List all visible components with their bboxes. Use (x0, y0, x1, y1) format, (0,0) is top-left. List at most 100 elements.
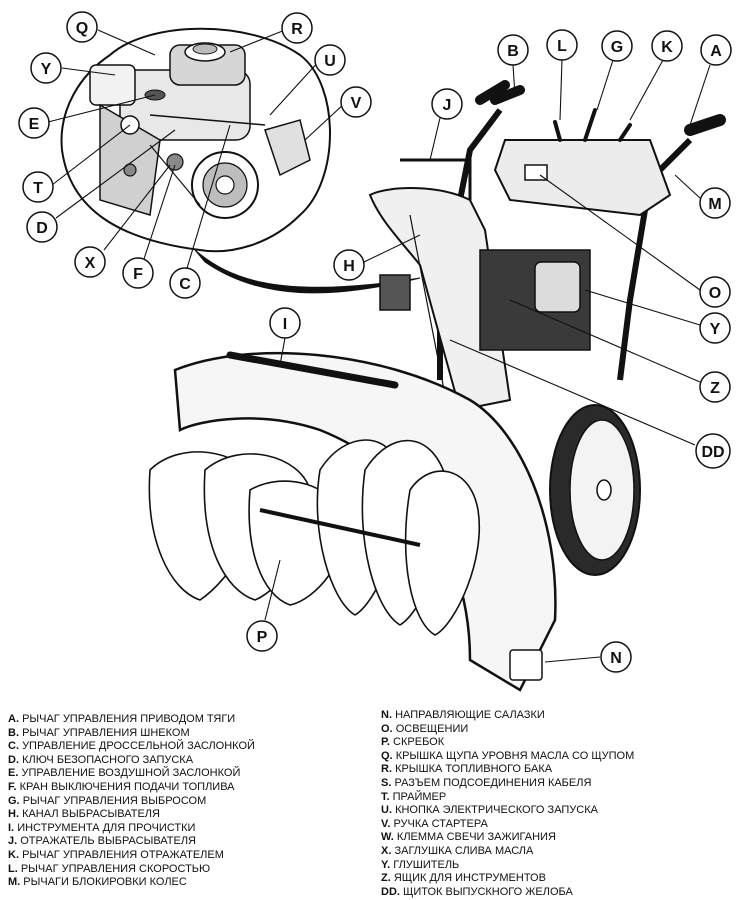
legend-text: УПРАВЛЕНИЕ ДРОССЕЛЬНОЙ ЗАСЛОНКОЙ (22, 740, 255, 753)
legend-key: Z. (381, 872, 391, 885)
legend-key: V. (381, 817, 391, 830)
svg-text:Y: Y (710, 321, 721, 338)
legend-text: РЫЧАГ УПРАВЛЕНИЯ ОТРАЖАТЕЛЕМ (22, 848, 224, 861)
legend-key: X. (381, 844, 392, 857)
callout-c: C (169, 267, 201, 299)
snowblower-diagram: Q R U V Y E T D X F C B L G K A M J H O … (18, 11, 732, 692)
legend-text: РЫЧАГ УПРАВЛЕНИЯ ПРИВОДОМ ТЯГИ (22, 713, 236, 725)
legend-text: РЫЧАГ УПРАВЛЕНИЯ ШНЕКОМ (22, 726, 190, 739)
legend-key: H. (8, 808, 19, 821)
legend-item: X. ЗАГЛУШКА СЛИВА МАСЛА (381, 845, 634, 859)
callout-n: N (600, 641, 632, 673)
callout-g: G (601, 30, 633, 62)
legend-text: РАЗЪЕМ ПОДСОЕДИНЕНИЯ КАБЕЛЯ (394, 776, 592, 789)
legend-key: J. (8, 835, 18, 848)
legend-item: N. НАПРАВЛЯЮЩИЕ САЛАЗКИ (381, 709, 634, 723)
svg-text:B: B (507, 43, 519, 60)
legend-item: F. КРАН ВЫКЛЮЧЕНИЯ ПОДАЧИ ТОПЛИВА (8, 781, 255, 795)
legend-text: ОСВЕЩЕНИИ (395, 722, 469, 735)
callout-q: Q (66, 11, 98, 43)
svg-text:I: I (283, 316, 287, 333)
legend-key: DD. (381, 885, 400, 898)
auger-housing (173, 351, 557, 692)
svg-text:F: F (133, 266, 143, 283)
svg-text:T: T (33, 180, 43, 197)
callout-p: P (246, 620, 278, 652)
legend-item: I. ИНСТРУМЕНТА ДЛЯ ПРОЧИСТКИ (8, 822, 255, 836)
svg-text:H: H (343, 258, 355, 275)
legend-item: H. КАНАЛ ВЫБРАСЫВАТЕЛЯ (8, 808, 255, 822)
svg-text:D: D (36, 220, 48, 237)
svg-text:M: M (708, 196, 721, 213)
callout-i: I (269, 307, 301, 339)
callout-d: D (26, 211, 58, 243)
callout-y-right: Y (699, 312, 731, 344)
svg-text:A: A (710, 43, 722, 60)
svg-text:O: O (709, 285, 721, 302)
engine-inset (60, 27, 421, 294)
legend-text: КЛЕММА СВЕЧИ ЗАЖИГАНИЯ (396, 831, 556, 844)
legend-key: K. (8, 848, 19, 861)
handle-right (617, 137, 693, 381)
legend-item: O. ОСВЕЩЕНИИ (381, 723, 634, 737)
callout-r: R (281, 12, 313, 44)
legend-item: W. КЛЕММА СВЕЧИ ЗАЖИГАНИЯ (381, 831, 634, 845)
legend-key: E. (8, 767, 19, 780)
legend-key: L. (8, 862, 18, 875)
legend-text: ИНСТРУМЕНТА ДЛЯ ПРОЧИСТКИ (17, 821, 196, 834)
augers (148, 439, 480, 636)
callout-b: B (497, 34, 529, 66)
callout-j: J (431, 88, 463, 120)
legend-item: C. УПРАВЛЕНИЕ ДРОССЕЛЬНОЙ ЗАСЛОНКОЙ (8, 740, 255, 754)
legend-item: L. РЫЧАГ УПРАВЛЕНИЯ СКОРОСТЬЮ (8, 863, 255, 877)
legend-text: НАПРАВЛЯЮЩИЕ САЛАЗКИ (395, 709, 545, 721)
legend-key: Y. (381, 858, 391, 871)
callout-k: K (651, 30, 683, 62)
legend-text: РЫЧАГ УПРАВЛЕНИЯ ВЫБРОСОМ (22, 794, 207, 807)
legend-item: D. КЛЮЧ БЕЗОПАСНОГО ЗАПУСКА (8, 754, 255, 768)
legend-text: ГЛУШИТЕЛЬ (393, 858, 460, 871)
legend-text: РЫЧАГИ БЛОКИРОВКИ КОЛЕС (23, 876, 187, 889)
callout-h: H (333, 249, 365, 281)
legend-item: Y. ГЛУШИТЕЛЬ (381, 859, 634, 873)
legend-text: РУЧКА СТАРТЕРА (393, 817, 488, 830)
svg-text:Q: Q (76, 20, 88, 37)
svg-text:Y: Y (41, 61, 52, 78)
callout-v: V (340, 86, 372, 118)
legend-text: КРЫШКА ЩУПА УРОВНЯ МАСЛА СО ЩУПОМ (395, 749, 635, 762)
callout-l: L (546, 29, 578, 61)
svg-text:L: L (557, 38, 567, 55)
legend-key: T. (381, 790, 390, 803)
svg-text:P: P (257, 629, 268, 646)
svg-text:K: K (661, 39, 673, 56)
svg-text:J: J (443, 97, 452, 114)
legend-text: ПРАЙМЕР (392, 790, 447, 803)
svg-text:V: V (351, 95, 362, 112)
legend-text: КЛЮЧ БЕЗОПАСНОГО ЗАПУСКА (22, 753, 194, 766)
svg-text:U: U (324, 53, 336, 70)
callout-a: A (700, 34, 732, 66)
callout-t: T (22, 171, 54, 203)
legend-text: ОТРАЖАТЕЛЬ ВЫБРАСЫВАТЕЛЯ (20, 835, 196, 848)
legend-item: A. РЫЧАГ УПРАВЛЕНИЯ ПРИВОДОМ ТЯГИ (8, 713, 255, 727)
legend-item: S. РАЗЪЕМ ПОДСОЕДИНЕНИЯ КАБЕЛЯ (381, 777, 634, 791)
legend-key: B. (8, 726, 19, 739)
legend-item: K. РЫЧАГ УПРАВЛЕНИЯ ОТРАЖАТЕЛЕМ (8, 849, 255, 863)
legend-text: ЯЩИК ДЛЯ ИНСТРУМЕНТОВ (393, 872, 546, 885)
svg-text:N: N (610, 650, 622, 667)
callout-x: X (74, 246, 106, 278)
svg-text:DD: DD (701, 444, 724, 461)
legend-key: S. (381, 776, 392, 789)
svg-text:C: C (179, 276, 191, 293)
callouts: Q R U V Y E T D X F C B L G K A M J H O … (18, 11, 732, 673)
legend-item: R. КРЫШКА ТОПЛИВНОГО БАКА (381, 763, 634, 777)
legend-key: F. (8, 780, 17, 793)
callout-o: O (699, 276, 731, 308)
snowblower-body (148, 80, 726, 692)
legend-text: ЗАГЛУШКА СЛИВА МАСЛА (394, 844, 534, 857)
legend-key: M. (8, 876, 21, 889)
legend-item: Q. КРЫШКА ЩУПА УРОВНЯ МАСЛА СО ЩУПОМ (381, 750, 634, 764)
callout-e: E (18, 107, 50, 139)
